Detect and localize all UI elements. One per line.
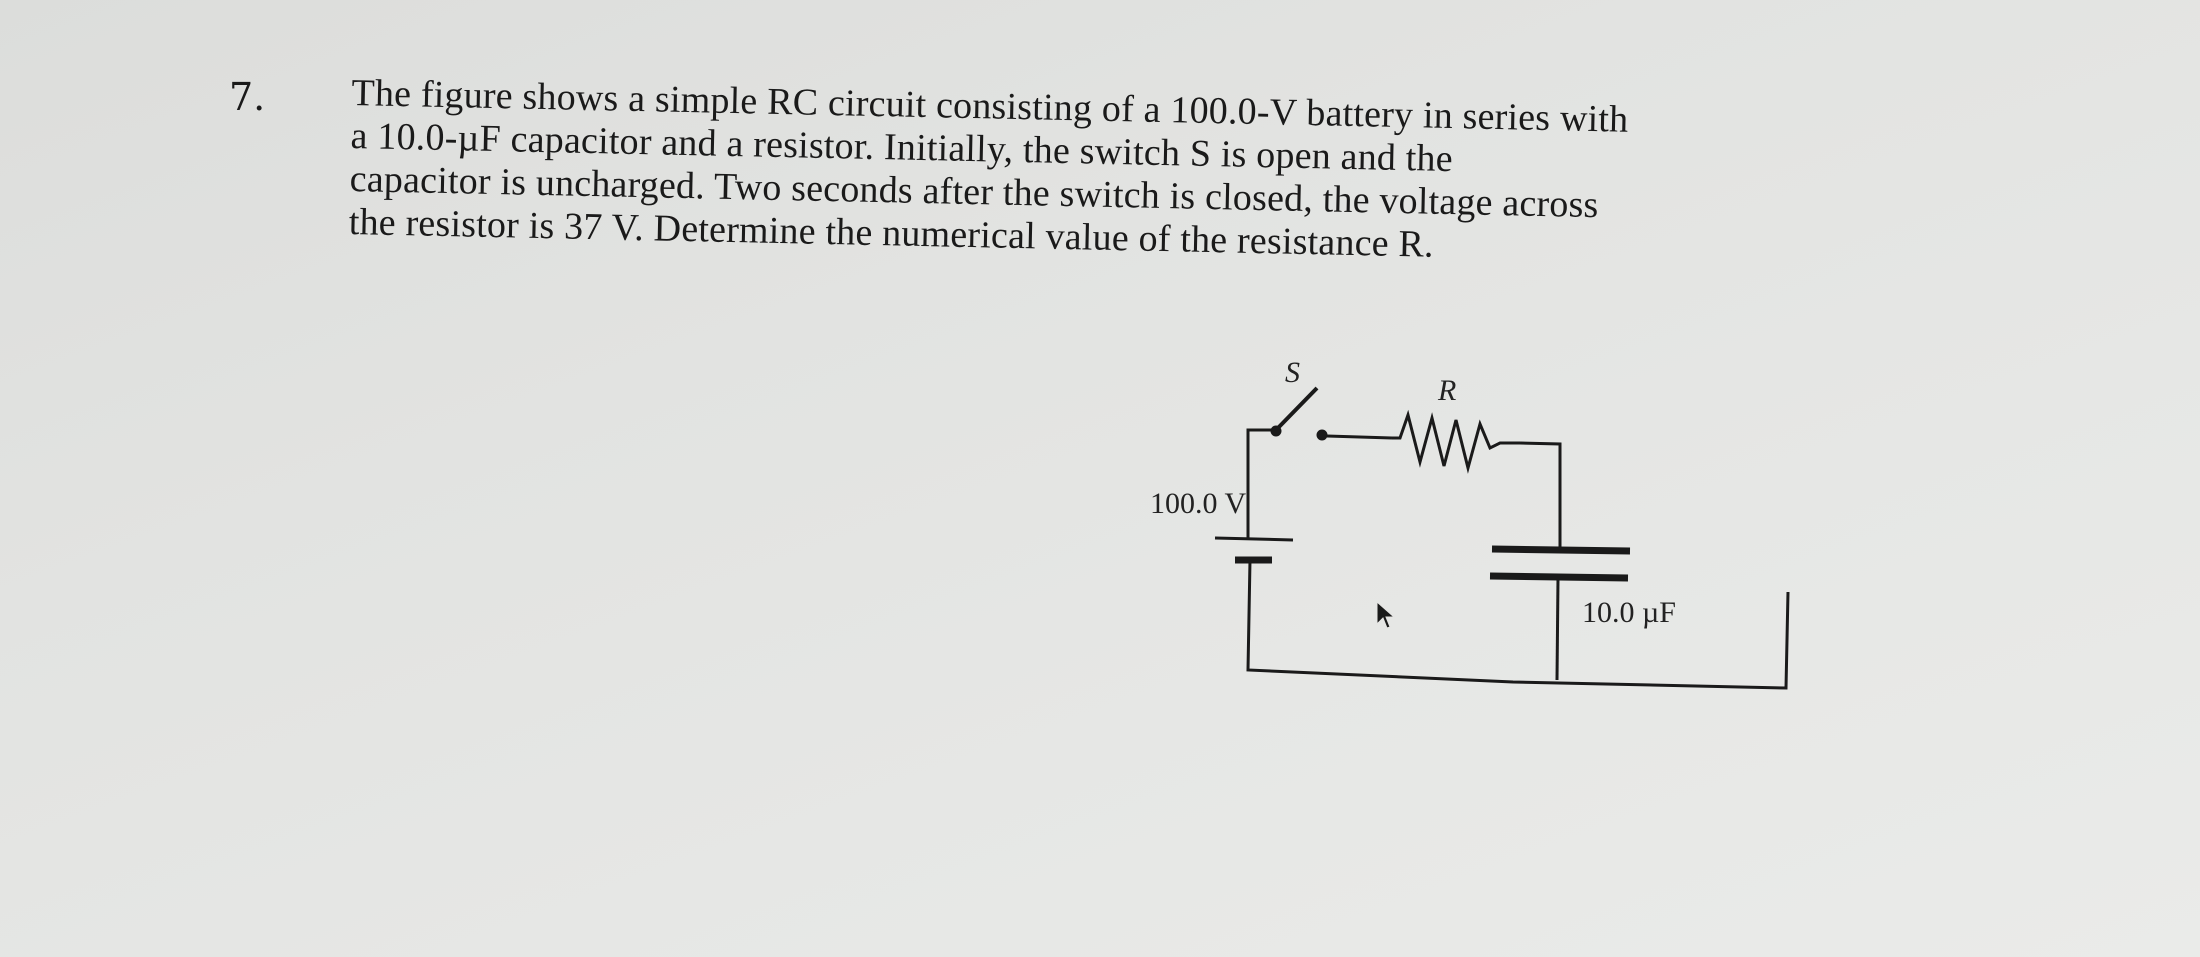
- wire-bottom: [1246, 559, 1790, 690]
- problem-statement: The figure shows a simple RC circuit con…: [348, 72, 2001, 279]
- switch-icon: [1270, 386, 1328, 441]
- resistor-icon: [1392, 409, 1520, 474]
- wire-right: [1519, 441, 1562, 548]
- battery-icon: [1214, 536, 1294, 564]
- problem-number: 7.: [229, 75, 266, 119]
- mouse-pointer-icon: [1375, 600, 1397, 634]
- wire-left: [1246, 428, 1275, 538]
- resistor-label: R: [1437, 374, 1456, 407]
- capacitor-icon: [1489, 545, 1631, 582]
- wire-capacitor-lower: [1555, 577, 1560, 681]
- rc-circuit-diagram: S R 100.0 V 10.0 µF: [1130, 350, 1950, 700]
- capacitor-label: 10.0 µF: [1582, 596, 1676, 629]
- wire-top: [1326, 434, 1393, 440]
- battery-label: 100.0 V: [1150, 487, 1246, 520]
- switch-label: S: [1285, 356, 1300, 389]
